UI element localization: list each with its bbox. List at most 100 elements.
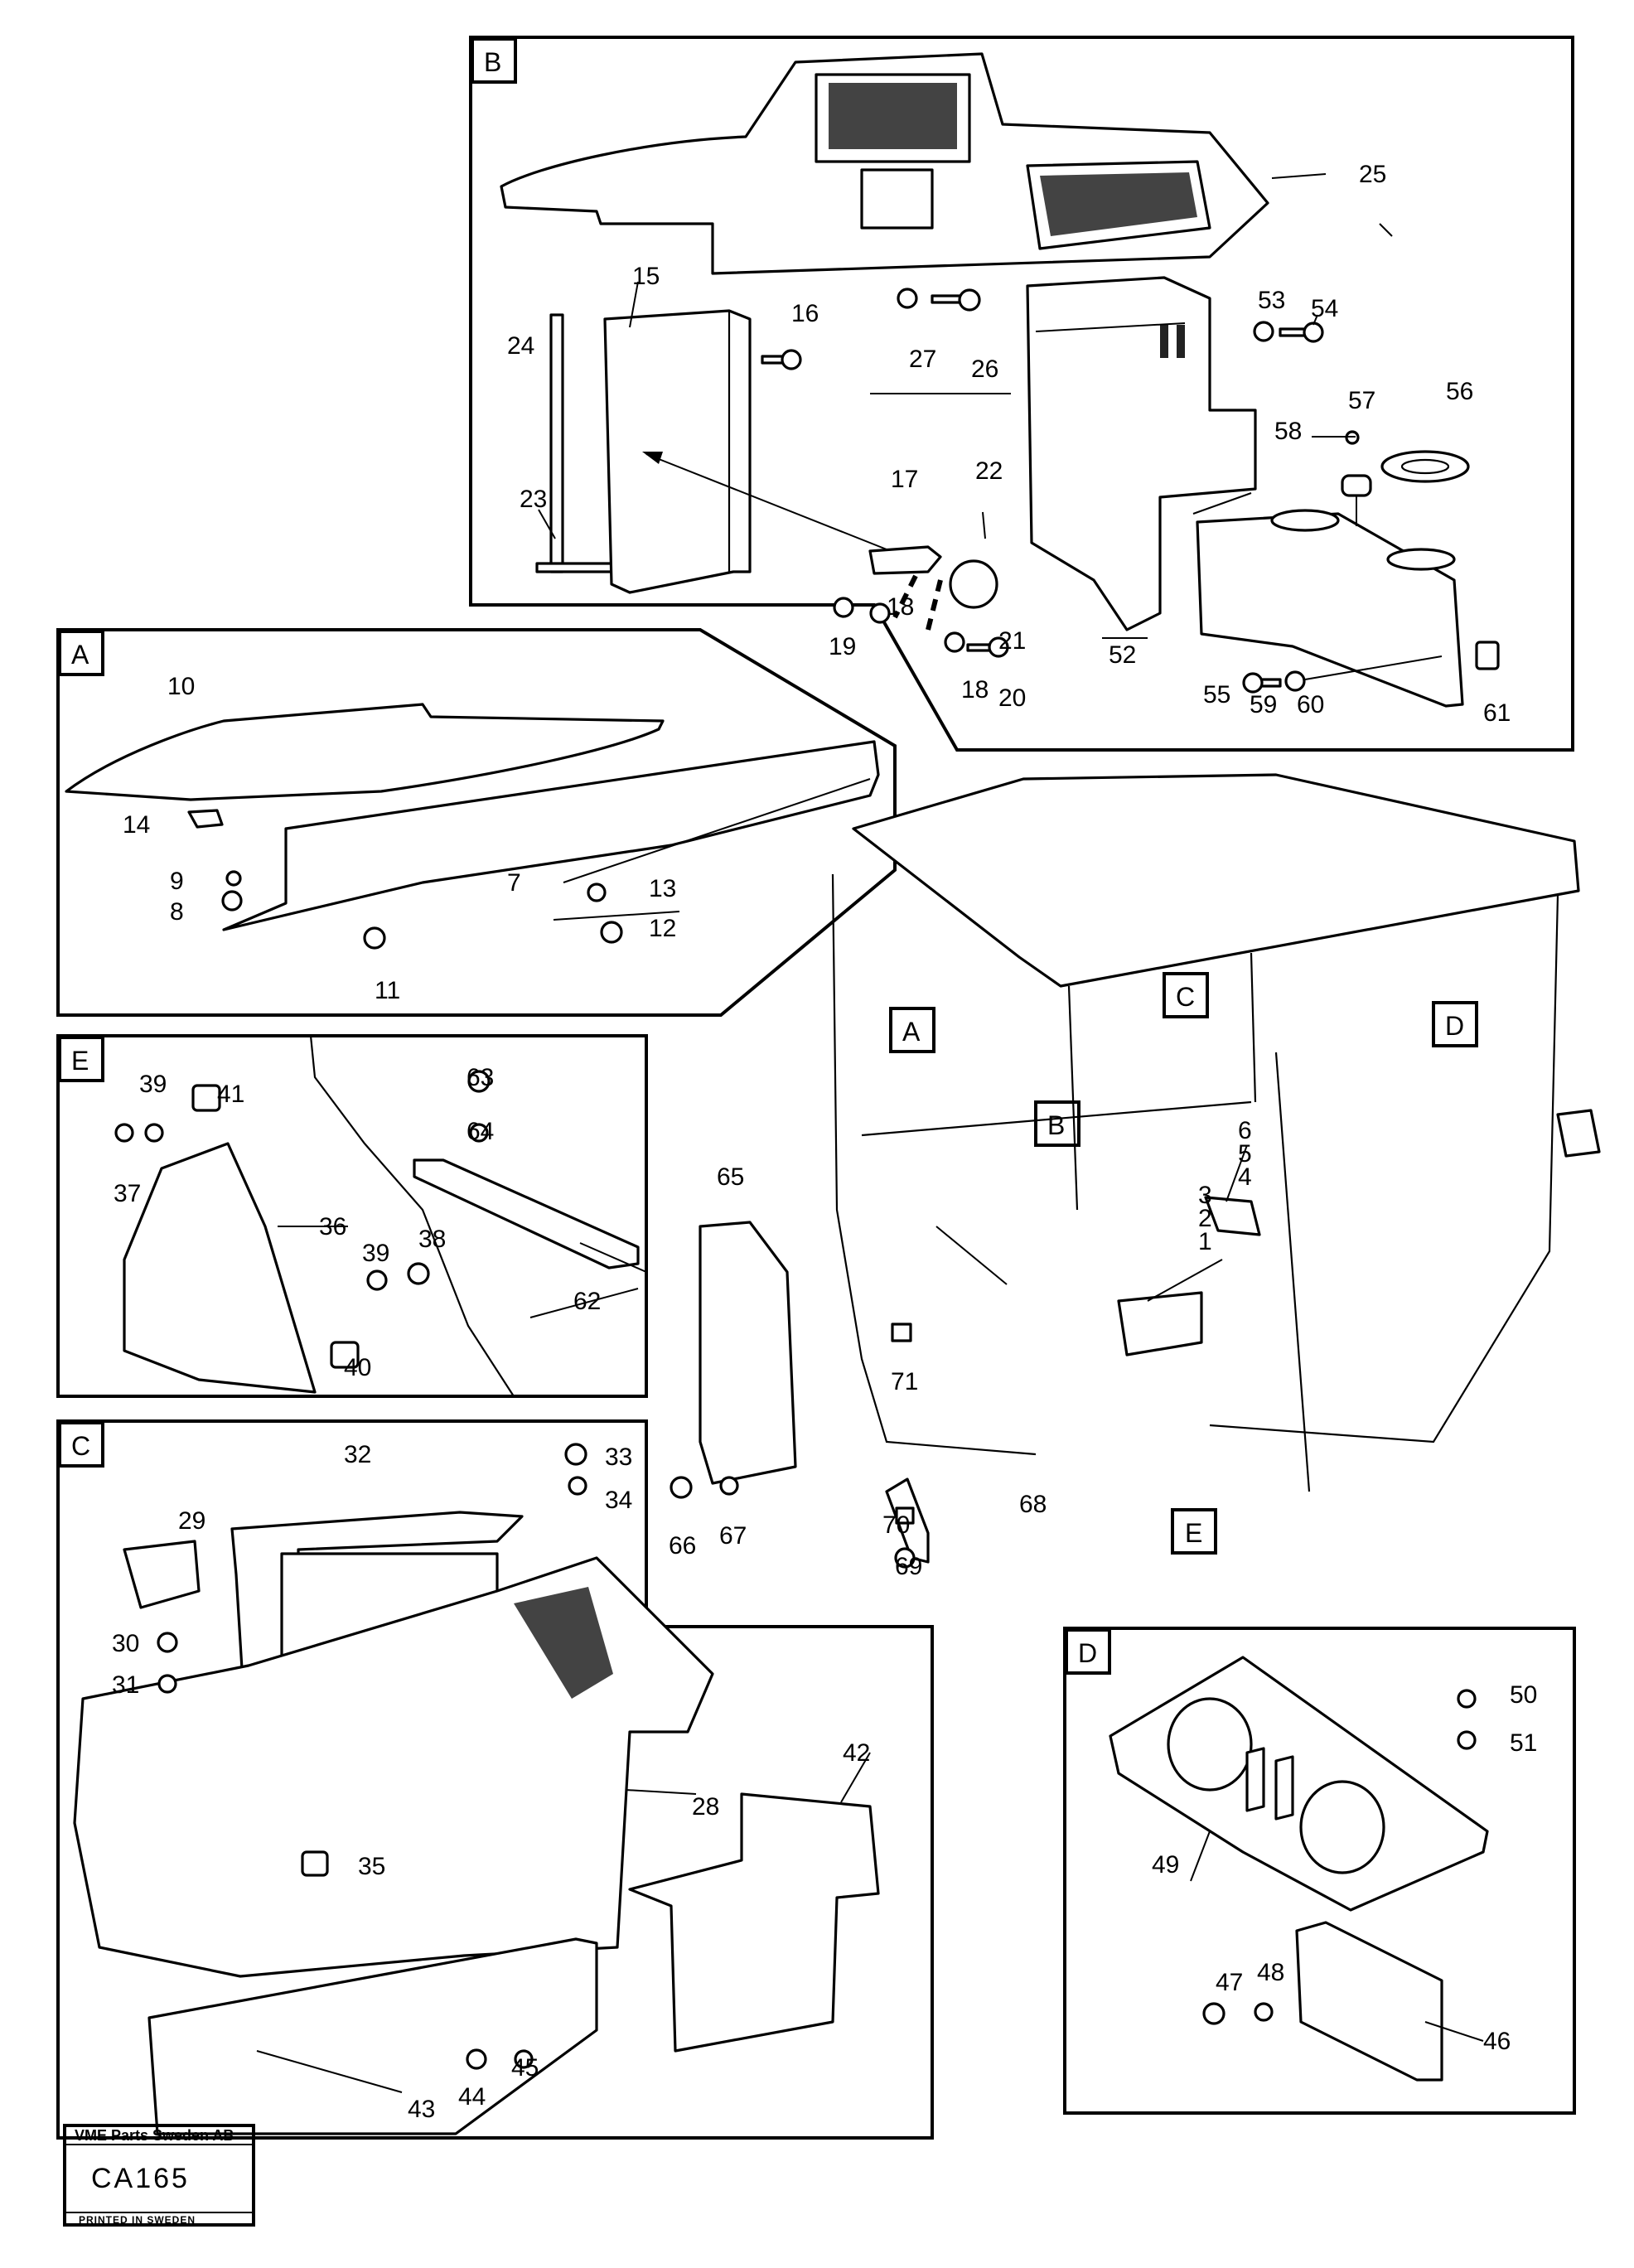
screw-54-head [1303, 322, 1324, 343]
part-number-labels: 1234567891011121314151617181819202122232… [112, 161, 1537, 2123]
part-number-39: 39 [362, 1240, 389, 1267]
section-b-label-box [471, 37, 517, 84]
section-a-frame [56, 628, 897, 1017]
part-number-70: 70 [882, 1511, 910, 1539]
cab-callout-b-box [1034, 1100, 1080, 1147]
floor-plate-hole-2 [1386, 548, 1456, 571]
clip-35 [301, 1850, 329, 1877]
assembly-arrow [645, 453, 892, 552]
leader-line [1313, 314, 1318, 326]
leader-line [625, 1789, 697, 1795]
cab-pillar-3 [1209, 894, 1559, 1443]
clip-41 [330, 1341, 360, 1369]
part-number-32: 32 [344, 1441, 371, 1468]
part-number-22: 22 [975, 457, 1003, 485]
part-number-45: 45 [511, 2054, 539, 2082]
part-number-52: 52 [1109, 641, 1136, 669]
cab-mirror [1556, 1109, 1601, 1158]
part-number-37: 37 [114, 1180, 141, 1207]
latch-handle [868, 545, 942, 575]
part-number-61: 61 [1483, 699, 1511, 727]
assembly-arrow-head [642, 452, 663, 464]
part-number-24: 24 [507, 332, 534, 360]
floor-plate-hole-1 [1270, 509, 1340, 532]
part-number-19: 19 [829, 633, 856, 660]
part-number-27: 27 [909, 346, 936, 373]
leader-lines [256, 173, 1484, 2093]
part-number-6: 6 [1238, 1117, 1252, 1144]
pin [982, 511, 986, 539]
screw-11 [363, 926, 386, 950]
washer-45 [514, 2049, 534, 2069]
side-panel [628, 1792, 880, 2053]
part-number-9: 9 [170, 868, 184, 895]
part-number-7: 7 [507, 869, 521, 897]
screw-16-head [781, 349, 802, 370]
part-number-69: 69 [895, 1553, 922, 1580]
part-number-2: 2 [1198, 1205, 1212, 1232]
leader-line [1226, 1144, 1248, 1202]
leader-line [1192, 492, 1252, 515]
leader-line [563, 778, 871, 883]
cab-window-top [861, 1100, 1252, 1137]
knob [949, 559, 998, 609]
washer-63 [469, 1123, 489, 1143]
part-number-41: 41 [217, 1081, 244, 1108]
part-number-47: 47 [1216, 1969, 1243, 1996]
screw-8 [221, 890, 243, 912]
leader-line [1147, 1259, 1223, 1302]
screw-44 [466, 2048, 487, 2070]
plate-slot-2 [1274, 1755, 1294, 1821]
part-number-3: 3 [1198, 1182, 1212, 1209]
left-cover-panel [603, 309, 752, 594]
leader-line [840, 1752, 871, 1803]
cab-floor-plate [1204, 1196, 1261, 1236]
screw-26-head [958, 288, 981, 312]
section-c-letter: C [71, 1431, 90, 1461]
leader-line [1190, 1830, 1211, 1882]
cab-callout-b: B [1047, 1110, 1065, 1140]
screw-47 [1202, 2002, 1226, 2025]
assembly-path-2 [926, 579, 943, 631]
part-number-35: 35 [358, 1853, 385, 1880]
nut-69 [895, 1506, 915, 1525]
washer-51 [1457, 1730, 1477, 1750]
part-number-64: 64 [467, 1118, 494, 1145]
part-number-28: 28 [692, 1793, 719, 1821]
section-a: A [56, 628, 897, 1017]
clip-40 [191, 1084, 221, 1112]
part-number-23: 23 [520, 486, 547, 513]
washer-13 [587, 883, 607, 902]
cab-callout-c-box [1163, 972, 1209, 1018]
rod [535, 562, 613, 573]
floor-plate [1196, 512, 1464, 708]
section-e: E [56, 1034, 648, 1398]
cab-pillar [1067, 985, 1079, 1211]
nut-70 [891, 1323, 912, 1342]
section-d-letter: D [1078, 1638, 1097, 1668]
part-number-49: 49 [1152, 1851, 1179, 1879]
part-number-39: 39 [139, 1071, 167, 1098]
grommet-ring [1380, 450, 1470, 483]
screw-68 [894, 1547, 916, 1569]
screw-50 [1457, 1689, 1477, 1709]
clip-14 [187, 809, 224, 829]
screw-58-head [1242, 672, 1264, 694]
part-number-68: 68 [1019, 1491, 1047, 1518]
cab-callout-d: D [1445, 1011, 1464, 1041]
part-number-51: 51 [1510, 1729, 1537, 1757]
fastener-line [1304, 655, 1443, 680]
cab-mid-frame [1274, 1052, 1311, 1492]
gauge-hole-1 [1167, 1697, 1253, 1792]
part-number-30: 30 [112, 1630, 139, 1657]
gauge-hole-2 [1299, 1780, 1385, 1874]
leader-line [935, 1226, 1008, 1285]
screw-33 [564, 1443, 587, 1466]
pillar-outline [309, 1035, 515, 1397]
washer-48 [1254, 2002, 1274, 2022]
washer-39b [366, 1269, 388, 1291]
cab-roof [852, 773, 1580, 988]
leader-line [629, 281, 639, 328]
